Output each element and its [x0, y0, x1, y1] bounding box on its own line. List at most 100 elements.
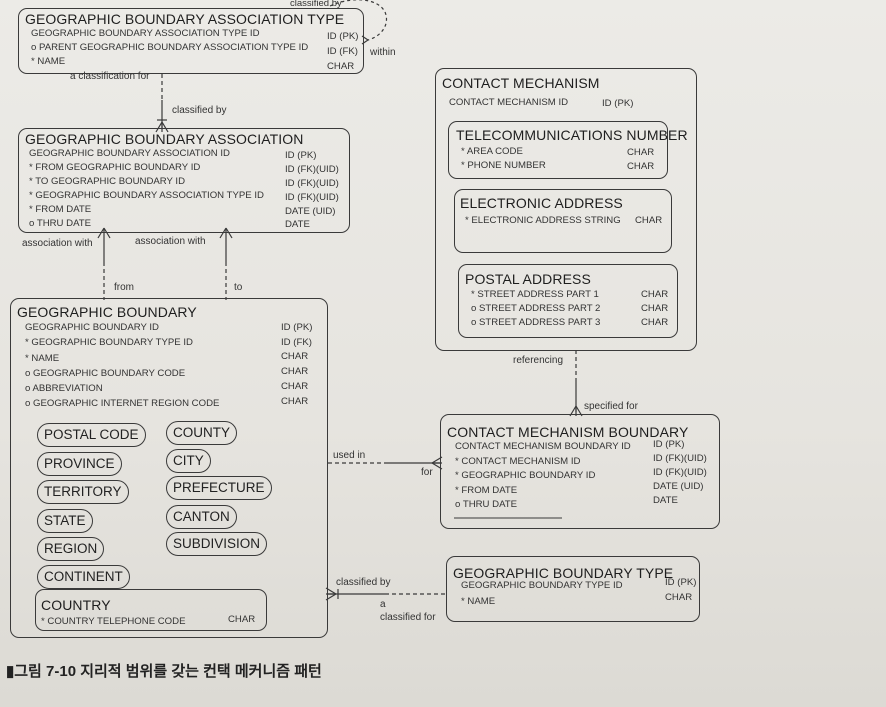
attribute-name: o GEOGRAPHIC BOUNDARY CODE [25, 368, 186, 379]
attribute-type: CHAR [665, 592, 693, 603]
attribute-type: ID (PK) [602, 98, 634, 109]
subtype-province[interactable]: PROVINCE [37, 452, 122, 476]
attribute-name: o PARENT GEOGRAPHIC BOUNDARY ASSOCIATION… [31, 42, 309, 53]
subtype-title: TELECOMMUNICATIONS NUMBER [456, 127, 688, 143]
subtype-county[interactable]: COUNTY [166, 421, 237, 445]
entity-title: GEOGRAPHIC BOUNDARY ASSOCIATION TYPE [25, 11, 345, 27]
entity-title: GEOGRAPHIC BOUNDARY TYPE [453, 565, 674, 581]
attribute-name: * NAME [31, 56, 66, 67]
attribute-name: CONTACT MECHANISM ID [449, 97, 569, 108]
attribute-type: ID (FK) [281, 337, 312, 348]
attribute-type: CHAR [281, 366, 309, 377]
entity-title: CONTACT MECHANISM BOUNDARY [447, 424, 689, 440]
attribute-type: CHAR [627, 161, 655, 172]
entity-title: GEOGRAPHIC BOUNDARY ASSOCIATION [25, 131, 304, 147]
subtype-electronic-address[interactable]: ELECTRONIC ADDRESS * ELECTRONIC ADDRESS … [454, 189, 672, 253]
entity-geographic-boundary-association-type[interactable]: GEOGRAPHIC BOUNDARY ASSOCIATION TYPE GEO… [18, 8, 364, 74]
entity-geographic-boundary-association[interactable]: GEOGRAPHIC BOUNDARY ASSOCIATION GEOGRAPH… [18, 128, 350, 233]
attribute-name: * NAME [25, 353, 60, 364]
subtype-postal-address[interactable]: POSTAL ADDRESS * STREET ADDRESS PART 1 C… [458, 264, 678, 338]
entity-contact-mechanism[interactable]: CONTACT MECHANISM CONTACT MECHANISM ID I… [435, 68, 697, 351]
subtype-canton[interactable]: CANTON [166, 505, 237, 529]
attribute-name: * ELECTRONIC ADDRESS STRING [465, 215, 621, 226]
label-classified-by-top: classified by [290, 0, 342, 9]
attribute-name: * NAME [461, 596, 496, 607]
attribute-name: * GEOGRAPHIC BOUNDARY TYPE ID [25, 337, 193, 348]
attribute-type: ID (PK) [653, 439, 685, 450]
entity-geographic-boundary[interactable]: GEOGRAPHIC BOUNDARY GEOGRAPHIC BOUNDARY … [10, 298, 328, 638]
attribute-name: * CONTACT MECHANISM ID [455, 456, 581, 467]
subtype-subdivision[interactable]: SUBDIVISION [166, 532, 268, 556]
entity-geographic-boundary-type[interactable]: GEOGRAPHIC BOUNDARY TYPE GEOGRAPHIC BOUN… [446, 556, 700, 622]
country-attribute-type: CHAR [228, 614, 256, 625]
attribute-type: CHAR [627, 147, 655, 158]
attribute-name: * STREET ADDRESS PART 1 [471, 289, 599, 300]
attribute-name: * PHONE NUMBER [461, 160, 546, 171]
attribute-name: * GEOGRAPHIC BOUNDARY ID [455, 470, 596, 481]
attribute-name: o ABBREVIATION [25, 383, 103, 394]
country-title: COUNTRY [41, 597, 111, 613]
subtype-title: POSTAL ADDRESS [465, 271, 591, 287]
attribute-type: CHAR [641, 303, 669, 314]
label-classified-by: classified by [172, 105, 227, 116]
country-attribute-name: * COUNTRY TELEPHONE CODE [41, 616, 186, 627]
label-association-with-2: association with [135, 236, 206, 247]
label-to: to [234, 282, 243, 293]
attribute-type: ID (FK)(UID) [285, 192, 339, 203]
subtype-state[interactable]: STATE [37, 509, 93, 533]
attribute-type: CHAR [281, 351, 309, 362]
attribute-type: DATE (UID) [653, 481, 704, 492]
attribute-type: ID (FK)(UID) [653, 453, 707, 464]
subtype-telecommunications-number[interactable]: TELECOMMUNICATIONS NUMBER * AREA CODE CH… [448, 121, 688, 179]
subtype-region[interactable]: REGION [37, 537, 105, 561]
attribute-type: ID (PK) [665, 577, 697, 588]
attribute-name: o GEOGRAPHIC INTERNET REGION CODE [25, 398, 220, 409]
label-a-classification-for: a classification for [70, 71, 150, 82]
attribute-type: DATE [285, 219, 310, 230]
entity-contact-mechanism-boundary[interactable]: CONTACT MECHANISM BOUNDARY CONTACT MECHA… [440, 414, 720, 529]
attribute-type: CHAR [281, 381, 309, 392]
attribute-type: CHAR [327, 61, 355, 72]
attribute-name: * FROM DATE [455, 485, 518, 496]
attribute-name: o STREET ADDRESS PART 2 [471, 303, 601, 314]
attribute-name: * AREA CODE [461, 146, 523, 157]
attribute-type: ID (FK)(UID) [285, 164, 339, 175]
attribute-type: CHAR [281, 396, 309, 407]
label-referencing: referencing [513, 355, 564, 366]
attribute-name: o STREET ADDRESS PART 3 [471, 317, 601, 328]
attribute-type: ID (FK)(UID) [653, 467, 707, 478]
subtype-prefecture[interactable]: PREFECTURE [166, 476, 272, 500]
label-for: for [421, 467, 433, 478]
label-from: from [114, 282, 134, 293]
subtype-title: ELECTRONIC ADDRESS [460, 195, 623, 211]
attribute-type: CHAR [635, 215, 663, 226]
attribute-name: * FROM DATE [29, 204, 92, 215]
attribute-name: GEOGRAPHIC BOUNDARY ID [25, 322, 159, 333]
label-a: a [380, 599, 386, 610]
label-within: within [370, 47, 396, 58]
subtype-territory[interactable]: TERRITORY [37, 480, 129, 504]
attribute-name: o THRU DATE [455, 499, 518, 510]
figure-caption: ▮그림 7-10 지리적 범위를 갖는 컨택 메커니즘 패턴 [6, 663, 322, 680]
attribute-type: DATE (UID) [285, 206, 336, 217]
attribute-type: CHAR [641, 317, 669, 328]
attribute-type: ID (PK) [281, 322, 313, 333]
attribute-name: o THRU DATE [29, 218, 92, 229]
subtype-postal-code[interactable]: POSTAL CODE [37, 423, 146, 447]
attribute-name: GEOGRAPHIC BOUNDARY ASSOCIATION TYPE ID [31, 28, 260, 39]
attribute-type: CHAR [641, 289, 669, 300]
subtype-city[interactable]: CITY [166, 449, 211, 473]
subtype-continent[interactable]: CONTINENT [37, 565, 130, 589]
attribute-name: * FROM GEOGRAPHIC BOUNDARY ID [29, 162, 201, 173]
attribute-name: GEOGRAPHIC BOUNDARY TYPE ID [461, 580, 623, 591]
attribute-type: ID (FK) [327, 46, 358, 57]
label-association-with-1: association with [22, 238, 93, 249]
entity-title: GEOGRAPHIC BOUNDARY [17, 304, 197, 320]
attribute-type: DATE [653, 495, 678, 506]
attribute-name: * TO GEOGRAPHIC BOUNDARY ID [29, 176, 186, 187]
subtype-country[interactable]: COUNTRY * COUNTRY TELEPHONE CODE CHAR [35, 589, 267, 631]
attribute-name: GEOGRAPHIC BOUNDARY ASSOCIATION ID [29, 148, 230, 159]
label-classified-for: classified for [380, 612, 436, 623]
attribute-name: * GEOGRAPHIC BOUNDARY ASSOCIATION TYPE I… [29, 190, 264, 201]
